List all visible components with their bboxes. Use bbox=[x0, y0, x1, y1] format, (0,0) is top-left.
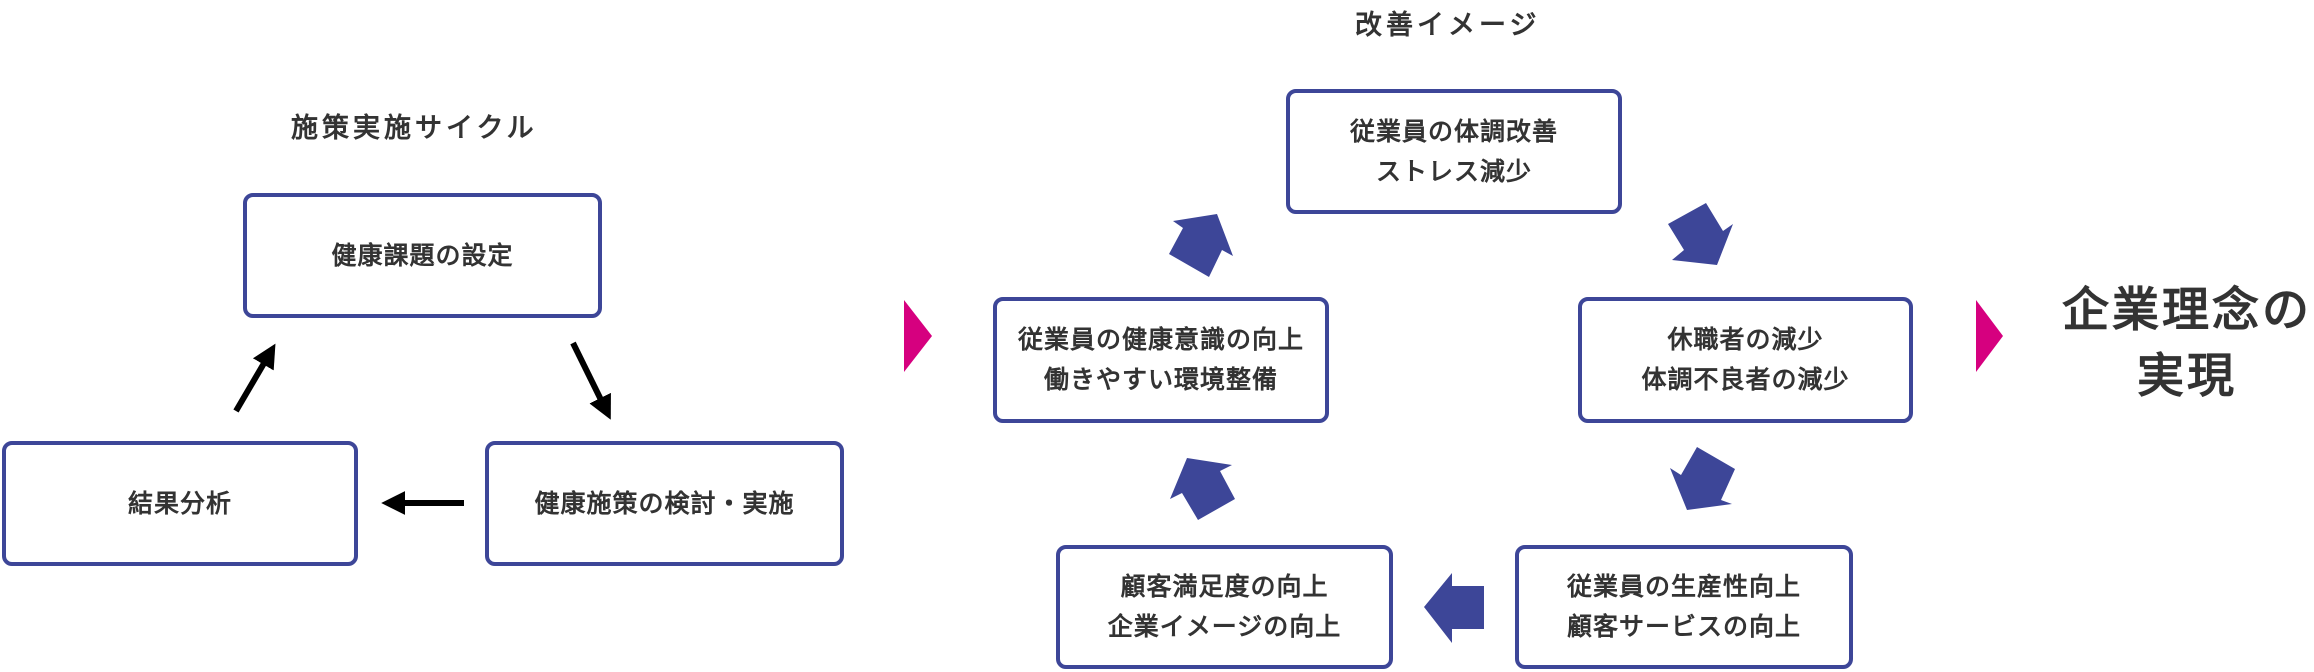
improvement-step-awareness: 従業員の健康意識の向上 働きやすい環境整備 bbox=[993, 297, 1329, 423]
goal-line: 企業理念の bbox=[2062, 283, 2312, 338]
triangle-right-icon bbox=[904, 300, 932, 372]
improvement-step-line: 休職者の減少 bbox=[1667, 325, 1824, 354]
cycle-step-label: 健康課題の設定 bbox=[331, 240, 514, 270]
thick-arrow-left-icon bbox=[1424, 573, 1484, 643]
improvement-title: 改善イメージ bbox=[1355, 10, 1541, 41]
arrow-up-right-icon bbox=[233, 343, 276, 413]
improvement-step-line: 顧客サービスの向上 bbox=[1566, 612, 1801, 641]
thick-arrow-down-left-icon bbox=[1670, 447, 1735, 510]
improvement-step-absence: 休職者の減少 体調不良者の減少 bbox=[1578, 297, 1913, 423]
goal-line: 実現 bbox=[2137, 349, 2237, 404]
cycle-step-label: 健康施策の検討・実施 bbox=[534, 488, 795, 518]
improvement-step-line: 従業員の健康意識の向上 bbox=[1017, 325, 1304, 354]
cycle-step-analyze-results: 結果分析 bbox=[2, 441, 358, 566]
triangle-right-icon bbox=[1976, 300, 2003, 372]
improvement-step-satisfaction: 顧客満足度の向上 企業イメージの向上 bbox=[1056, 545, 1393, 669]
improvement-step-line: 顧客満足度の向上 bbox=[1120, 572, 1329, 601]
goal-text: 企業理念の 実現 bbox=[2060, 278, 2314, 410]
arrow-down-right-icon bbox=[570, 341, 611, 420]
thick-arrow-up-left-icon bbox=[1170, 458, 1235, 520]
improvement-step-line: 働きやすい環境整備 bbox=[1043, 365, 1278, 394]
cycle-step-label: 結果分析 bbox=[127, 488, 232, 518]
improvement-step-line: ストレス減少 bbox=[1375, 156, 1532, 186]
improvement-step-line: 企業イメージの向上 bbox=[1107, 612, 1342, 641]
improvement-step-line: 体調不良者の減少 bbox=[1641, 365, 1850, 394]
cycle-step-set-issues: 健康課題の設定 bbox=[243, 193, 602, 318]
improvement-step-line: 従業員の体調改善 bbox=[1349, 116, 1558, 146]
improvement-step-productivity: 従業員の生産性向上 顧客サービスの向上 bbox=[1515, 545, 1853, 669]
thick-arrow-up-right-icon bbox=[1169, 214, 1233, 277]
cycle-step-plan-implement: 健康施策の検討・実施 bbox=[485, 441, 844, 566]
cycle-title: 施策実施サイクル bbox=[291, 113, 538, 144]
improvement-step-line: 従業員の生産性向上 bbox=[1566, 572, 1801, 601]
thick-arrow-down-right-icon bbox=[1668, 203, 1733, 265]
improvement-step-health: 従業員の体調改善 ストレス減少 bbox=[1286, 89, 1622, 214]
